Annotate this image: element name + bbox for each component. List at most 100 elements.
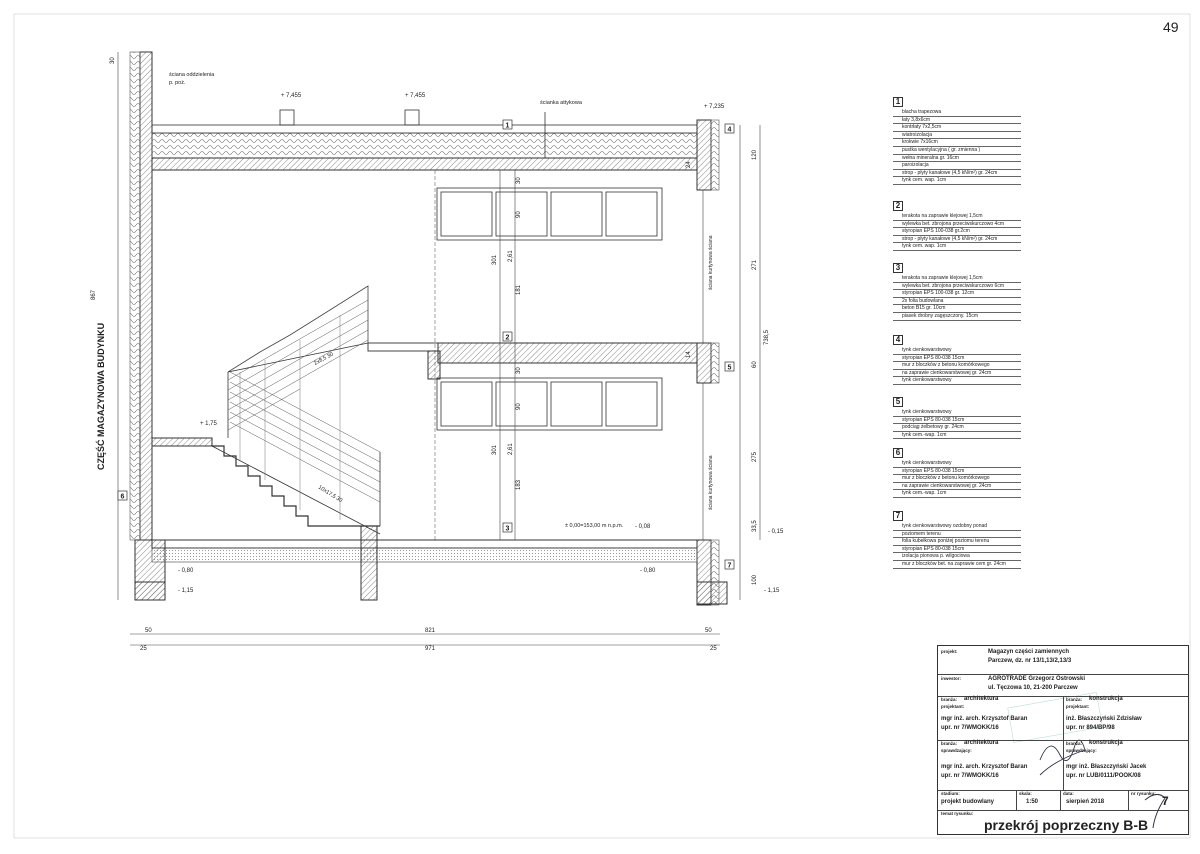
note-curtain-wall-2: ściana kurtynowa ściana: [708, 455, 714, 510]
legend-line: blacha trapezowa: [893, 109, 1021, 117]
dim-14: 14: [686, 351, 692, 358]
tb-branch-c: architektura: [964, 740, 999, 746]
tb-designer-label-b: projektant:: [1066, 704, 1090, 709]
legend-line: piasek drobny zagęszczony. 15cm: [893, 313, 1021, 321]
legend-line: mur z bloczków z betonu komórkowego: [893, 475, 1021, 483]
side-dim: 867: [91, 289, 97, 300]
tb-designer-a: branża: architektura projektant: mgr inż…: [938, 696, 1064, 740]
tb-date-label: data:: [1063, 791, 1074, 796]
legend-line: wiatroizolacja: [893, 132, 1021, 140]
legend-line: tynk cem. wap. 1cm: [893, 243, 1021, 251]
legend-line: poziomem terenu: [893, 531, 1021, 539]
legend-line: tynk cienkowarstwowy ozdobny ponad: [893, 523, 1021, 531]
dim-261b: 2,61: [508, 443, 514, 455]
tb-branch-d: konstrukcja: [1089, 740, 1123, 746]
sheet-border: [13, 13, 1191, 839]
tb-row-stage: stadium: projekt budowlany skala: 1:50 d…: [938, 790, 1188, 811]
tb-checker-c: branża: architektura sprawdzający: mgr i…: [938, 740, 1064, 790]
tb-project-line2: Parczew, dz. nr 13/1,13/2,13/3: [988, 658, 1072, 664]
tb-designer-a-name: mgr inż. arch. Krzysztof Baran: [941, 716, 1028, 722]
legend-line: na zaprawie cienkowarstwowej gr. 24cm: [893, 483, 1021, 491]
level-1: + 7,455: [281, 93, 302, 99]
legend-line: mur z bloczków z betonu komórkowego: [893, 362, 1021, 370]
tb-scale-label: skala:: [1019, 791, 1032, 796]
legend-line: tynk cienkowarstwowy: [893, 409, 1021, 417]
tb-license-c: upr. nr 7/WMOKK/16: [941, 773, 999, 779]
signature: [1039, 739, 1086, 776]
marker-5: 5: [728, 365, 732, 372]
tb-branch-label-c: branża:: [941, 741, 958, 746]
ground-slab: [151, 539, 698, 563]
legend-line: wylewka bet. zbrojona przeciwskurczowo 4…: [893, 221, 1021, 229]
tb-topic: przekrój poprzeczny B-B: [984, 817, 1149, 833]
stairs: [151, 285, 381, 535]
dim-30a: 30: [516, 177, 522, 184]
dim-60: 60: [752, 361, 758, 368]
tb-license-d: upr. nr LUB/0111/POOK/08: [1066, 773, 1141, 779]
tb-date: sierpień 2018: [1066, 799, 1105, 805]
note-stair-lower: 10x17,5 30: [317, 485, 343, 505]
note-wall-separation-2: p. poż.: [169, 80, 186, 86]
marker-6: 6: [121, 494, 125, 501]
side-label: CZĘŚĆ MAGAZYNOWA BUDYNKU: [95, 323, 106, 470]
legend-number: 4: [893, 335, 903, 345]
dim-7385: 738,5: [764, 329, 770, 345]
tb-date-cell: data: sierpień 2018: [1060, 790, 1129, 810]
tb-sheet-no: 7: [1162, 794, 1169, 808]
legend-line: łaty 3,8x6cm: [893, 117, 1021, 125]
marker-4: 4: [728, 127, 732, 134]
legend-line: wełna mineralna gr. 16cm: [893, 155, 1021, 163]
legend-line: strop - płyty kanałowe (4,5 kN/m²) gr. 2…: [893, 236, 1021, 244]
signature-sheet-no: [1144, 794, 1166, 829]
note-zero-level: ± 0,00=153,00 m n.p.m.: [565, 523, 624, 529]
tb-stage: projekt budowlany: [941, 799, 995, 805]
legend-line: terakota na zaprawie klejowej 1,5cm: [893, 213, 1021, 221]
dim-30c: 30: [110, 57, 116, 64]
legend-line: styropian EPS 80-038 15cm: [893, 468, 1021, 476]
level-9: - 0,80: [640, 568, 656, 574]
legend-block-4: 4 tynk cienkowarstwowy styropian EPS 80-03…: [893, 335, 1021, 385]
tb-checker-c-name: mgr inż. arch. Krzysztof Baran: [941, 764, 1028, 770]
roof: [151, 109, 698, 171]
level-5: - 0,08: [635, 524, 651, 530]
legend-line: styropian EPS 80-038 15cm: [893, 355, 1021, 363]
dim-335: 33,5: [752, 520, 758, 532]
legend-line: krokwie 7x16cm: [893, 139, 1021, 147]
level-3: + 7,235: [704, 104, 725, 110]
tb-row-topic: temat rysunku: przekrój poprzeczny B-B: [938, 810, 1188, 834]
dim-183: 183: [516, 479, 522, 490]
tb-row-checkers: branża: architektura sprawdzający: mgr i…: [938, 740, 1188, 791]
dimension-lines: [117, 52, 761, 646]
level-2: + 7,455: [405, 93, 426, 99]
legend-line: wylewka bet. zbrojona przeciwskurczowo 6…: [893, 283, 1021, 291]
mid-slab: [367, 342, 698, 380]
legend-number: 5: [893, 397, 903, 407]
legend-line: styropian EPS 80-038 15cm: [893, 417, 1021, 425]
tb-investor-line2: ul. Tęczowa 10, 21-200 Parczew: [988, 685, 1078, 691]
legend-line: podciąg żelbetowy gr. 24cm: [893, 424, 1021, 432]
level-10: - 1,15: [764, 588, 780, 594]
marker-3: 3: [506, 526, 510, 533]
dim-bottom-50a: 50: [145, 628, 152, 634]
legend-line: tynk cienkowarstwowy: [893, 377, 1021, 385]
tb-license-b: upr. nr 894/BP/98: [1066, 725, 1115, 731]
dim-bottom-25a: 25: [140, 646, 147, 652]
tb-sheet-no-label: nr rysunku:: [1131, 791, 1156, 796]
dim-90b: 90: [516, 403, 522, 410]
tb-investor-label: inwestor:: [941, 676, 962, 681]
stamp: [1007, 692, 1103, 743]
title-block: projekt: Magazyn części zamiennych Parcz…: [937, 645, 1189, 835]
dim-301a: 301: [492, 254, 498, 265]
level-7: - 0,80: [178, 568, 194, 574]
tb-branch-b: konstrukcja: [1089, 696, 1123, 702]
windows: [436, 187, 663, 431]
tb-designer-b: branża: konstrukcja projektant: inż. Bła…: [1063, 696, 1188, 740]
dim-261a: 2,61: [508, 250, 514, 262]
level-4: + 1,75: [200, 421, 218, 427]
tb-scale-cell: skala: 1:50: [1016, 790, 1061, 810]
